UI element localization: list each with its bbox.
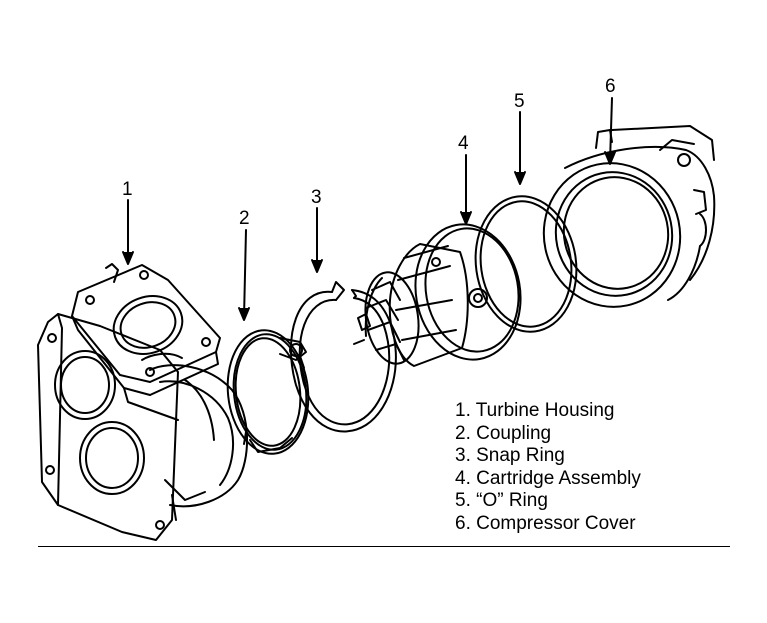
callout-arrow-6 [604,97,616,165]
callout-number-4: 4 [458,133,469,154]
legend-item: 3. Snap Ring [455,445,565,467]
legend-item: 1. Turbine Housing [455,400,615,421]
callout-number-1: 1 [122,179,133,200]
legend-item: 4. Cartridge Assembly [455,467,641,489]
legend-item: 5. “O” Ring [455,490,548,512]
coupling [226,329,310,455]
callout-arrow-3 [311,207,323,273]
turbine-housing [37,263,249,541]
callout-arrows [122,97,616,321]
callout-arrow-5 [514,111,526,185]
callout-number-5: 5 [514,91,525,112]
divider-line [38,546,730,547]
callout-number-6: 6 [605,76,616,97]
compressor-cover [542,125,716,308]
snap-ring [289,281,397,433]
parts-legend: 1. Turbine Housing 2. Coupling 3. Snap R… [455,400,641,536]
cartridge-assembly [353,223,522,367]
callout-arrow-2 [238,229,250,321]
callout-number-2: 2 [239,208,250,229]
callout-arrow-1 [122,199,134,265]
legend-item: 6. Compressor Cover [455,512,636,534]
legend-item: 2. Coupling [455,422,552,444]
callout-arrow-4 [460,154,472,225]
callout-number-3: 3 [311,187,322,208]
